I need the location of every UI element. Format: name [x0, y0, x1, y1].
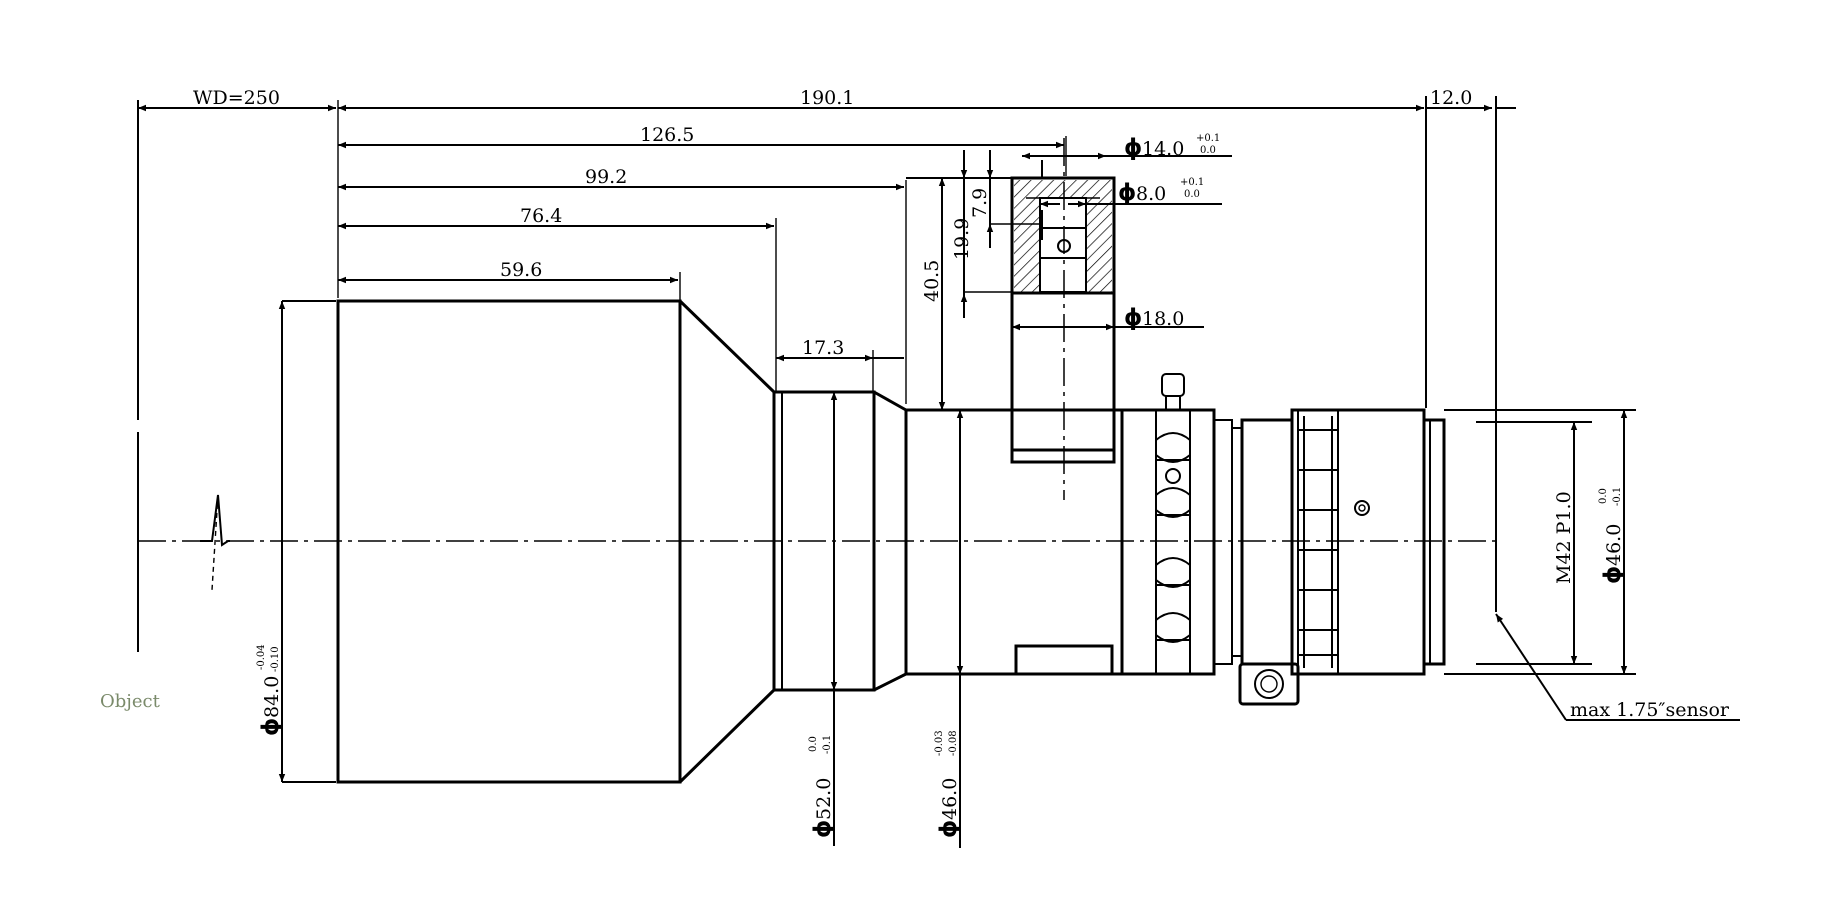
phi-symbol-52: ϕ	[810, 820, 836, 838]
length-17-dimension: 17.3	[802, 337, 844, 359]
diameter-52-tol-lower: -0.1	[822, 735, 833, 754]
wd-dimension: WD=250	[193, 87, 280, 109]
diameter-46-rear: 46.0	[1603, 524, 1625, 566]
height-7-dimension: 7.9	[969, 188, 991, 218]
diameter-84-tol-upper: -0.04	[256, 644, 267, 670]
diameter-8-tol-lower: 0.0	[1184, 189, 1200, 200]
length-59-dimension: 59.6	[500, 259, 542, 281]
diameter-52-tol-upper: 0.0	[808, 736, 819, 752]
object-label: Object	[100, 691, 161, 712]
phi-symbol-46-rear: ϕ	[1600, 566, 1626, 584]
mounting-post	[1010, 138, 1116, 500]
iris-ring	[1238, 408, 1610, 706]
sensor-callout: max 1.75″sensor	[1495, 613, 1740, 721]
diameter-14: 14.0	[1142, 138, 1184, 160]
diameter-8-tol-upper: +0.1	[1180, 177, 1204, 188]
object-plane: Object	[100, 100, 161, 712]
body-diameter-callouts: ϕ 84.0 -0.04 -0.10 ϕ 52.0 0.0 -0.1 ϕ 46.…	[256, 300, 1636, 848]
length-99-dimension: 99.2	[585, 166, 627, 188]
diameter-14-tol-upper: +0.1	[1196, 133, 1220, 144]
diameter-18: 18.0	[1142, 308, 1184, 330]
post-diameter-callouts: ϕ 14.0 +0.1 0.0 ϕ 8.0 +0.1 0.0 ϕ 18.0	[1012, 133, 1232, 331]
length-76-dimension: 76.4	[520, 205, 562, 227]
diameter-46-rear-tol-lower: -0.1	[1612, 487, 1623, 506]
phi-symbol-18: ϕ	[1124, 305, 1142, 331]
phi-symbol-14: ϕ	[1124, 135, 1142, 161]
diameter-84: 84.0	[261, 676, 283, 718]
focus-ring	[1120, 373, 1243, 676]
diameter-46-front-tol-upper: -0.03	[934, 730, 945, 756]
phi-symbol-46-front: ϕ	[936, 820, 962, 838]
height-19-dimension: 19.9	[951, 218, 973, 260]
diameter-14-tol-lower: 0.0	[1200, 145, 1216, 156]
extension-lines	[337, 96, 1497, 612]
height-40-dimension: 40.5	[921, 260, 943, 302]
length-126-dimension: 126.5	[640, 124, 694, 146]
total-length-dimension: 190.1	[800, 87, 854, 109]
diameter-8: 8.0	[1136, 183, 1166, 205]
lens-body	[336, 138, 1610, 784]
phi-symbol-8: ϕ	[1118, 180, 1136, 206]
diameter-46-front: 46.0	[939, 778, 961, 820]
thread-spec: M42 P1.0	[1553, 491, 1575, 584]
diameter-46-front-tol-lower: -0.08	[948, 730, 959, 756]
phi-symbol-84: ϕ	[258, 718, 284, 736]
diameter-84-tol-lower: -0.10	[270, 646, 281, 672]
diameter-52: 52.0	[813, 778, 835, 820]
length-dimensions: WD=250 190.1 12.0 126.5 99.2 76.4 59.6 1…	[138, 87, 1516, 362]
height-dimensions: 40.5 19.9 7.9	[906, 150, 1040, 410]
sensor-label: max 1.75″sensor	[1570, 699, 1730, 721]
optical-axis	[138, 494, 1500, 591]
diameter-46-rear-tol-upper: 0.0	[1598, 488, 1609, 504]
back-focus-dimension: 12.0	[1430, 87, 1472, 109]
